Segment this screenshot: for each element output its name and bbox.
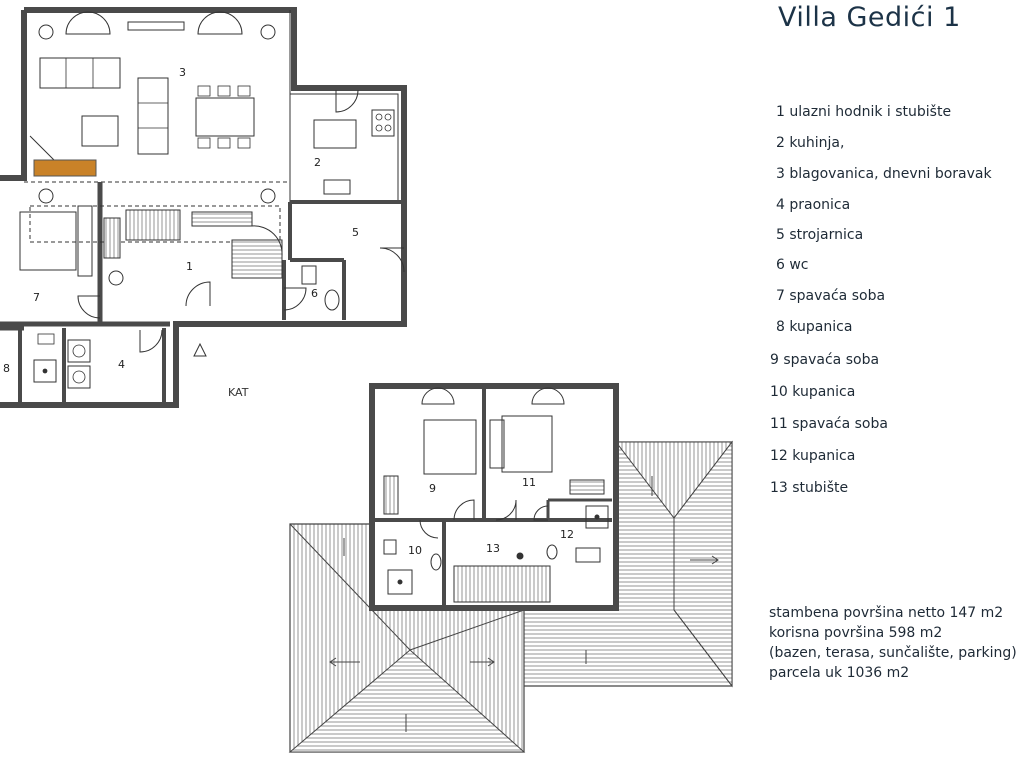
stats-line: (bazen, terasa, sunčalište, parking) — [769, 645, 1017, 661]
legend-item: 13 stubište — [770, 480, 849, 496]
svg-text:12: 12 — [560, 528, 574, 541]
stats-line: korisna površina 598 m2 — [769, 625, 943, 641]
svg-text:9: 9 — [429, 482, 436, 495]
legend-item: 11 spavaća soba — [770, 416, 888, 432]
stats-line: parcela uk 1036 m2 — [769, 665, 910, 681]
legend-item: 9 spavaća soba — [770, 352, 880, 368]
svg-text:8: 8 — [3, 362, 10, 375]
svg-text:3: 3 — [179, 66, 186, 79]
legend-item: 10 kupanica — [770, 384, 856, 400]
floor-label: KAT — [228, 386, 249, 399]
legend-item: 7 spavaća soba — [776, 288, 886, 304]
svg-text:6: 6 — [311, 287, 318, 300]
ground-floor-plan — [0, 7, 407, 408]
legend-item: 12 kupanica — [770, 448, 856, 464]
area-stats: stambena površina netto 147 m2 korisna p… — [769, 603, 1017, 683]
svg-text:2: 2 — [314, 156, 321, 169]
svg-text:1: 1 — [186, 260, 193, 273]
svg-text:13: 13 — [486, 542, 500, 555]
upper-room-numbers: 9 11 10 13 12 — [408, 476, 574, 557]
legend-item: 8 kupanica — [776, 319, 853, 335]
page-title: Villa Gedići 1 — [778, 2, 961, 33]
svg-text:11: 11 — [522, 476, 536, 489]
stats-line: stambena površina netto 147 m2 — [769, 605, 1004, 621]
ground-room-numbers: 3 2 5 1 6 7 4 8 — [3, 66, 359, 375]
legend-item: 6 wc — [776, 257, 809, 273]
svg-text:4: 4 — [118, 358, 125, 371]
svg-text:5: 5 — [352, 226, 359, 239]
svg-text:7: 7 — [33, 291, 40, 304]
legend-item: 3 blagovanica, dnevni boravak — [776, 166, 992, 182]
legend-item: 5 strojarnica — [776, 227, 864, 243]
svg-text:10: 10 — [408, 544, 422, 557]
legend-item: 1 ulazni hodnik i stubište — [776, 104, 952, 120]
upper-floor-plan — [369, 383, 619, 611]
legend-item: 4 praonica — [776, 197, 851, 213]
upper-floor-roof — [288, 440, 734, 753]
legend-item: 2 kuhinja, — [776, 135, 845, 151]
